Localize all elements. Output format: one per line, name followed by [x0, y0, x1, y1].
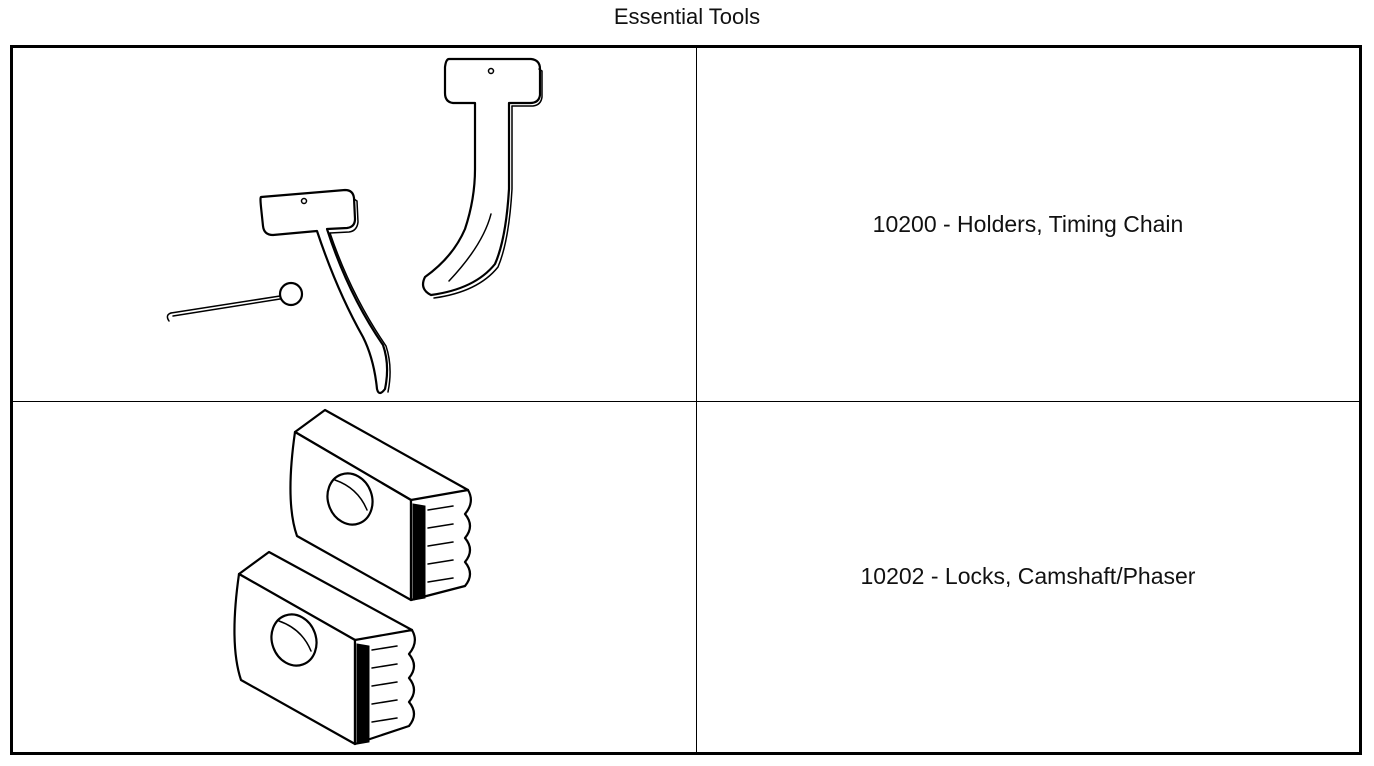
tool-label: 10202 - Locks, Camshaft/Phaser [696, 400, 1361, 754]
tool-row: 10200 - Holders, Timing Chain [11, 46, 1361, 402]
tool-image-cell [11, 46, 697, 402]
timing-chain-holders-icon [166, 58, 543, 395]
upper-lock-block [289, 408, 472, 601]
essential-tools-table: 10200 - Holders, Timing Chain [10, 45, 1362, 755]
camshaft-phaser-locks-icon [233, 408, 472, 745]
tool-row: 10202 - Locks, Camshaft/Phaser [11, 400, 1361, 754]
page-title: Essential Tools [613, 4, 761, 29]
tool-image-cell [11, 400, 697, 754]
lower-lock-block [233, 550, 416, 745]
tool-label: 10200 - Holders, Timing Chain [696, 46, 1361, 402]
